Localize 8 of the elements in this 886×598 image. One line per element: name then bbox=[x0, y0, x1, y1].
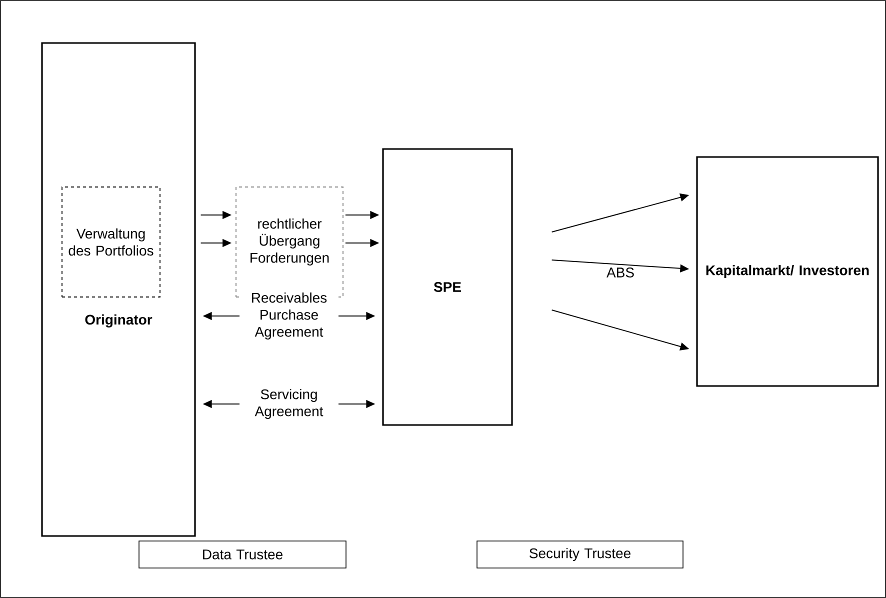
box: Data Trustee bbox=[138, 540, 346, 568]
box: Kapitalmarkt/ Investoren bbox=[696, 156, 879, 387]
box: Security Trustee bbox=[476, 540, 684, 568]
edge-label: Receivables Purchase Agreement bbox=[240, 290, 338, 342]
edge-label: Servicing Agreement bbox=[240, 386, 338, 422]
box: SPE bbox=[382, 148, 513, 426]
dashed-box: Verwaltung des Portfolios bbox=[62, 186, 160, 298]
edge-label: ABS bbox=[606, 268, 634, 278]
